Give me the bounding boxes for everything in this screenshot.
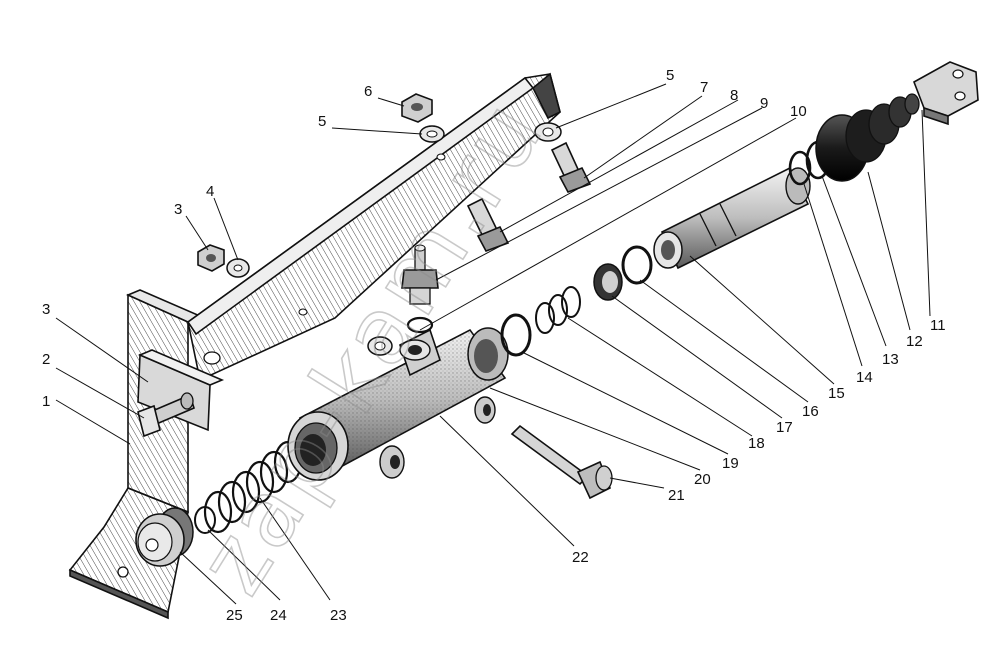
label-12: 12	[906, 333, 923, 350]
boot-part-12	[815, 93, 920, 182]
nut-part-3	[197, 244, 225, 272]
label-11: 11	[930, 317, 946, 334]
bolt-part-8	[466, 197, 510, 252]
label-21: 21	[668, 487, 685, 504]
label-19: 19	[722, 455, 739, 472]
label-5-left: 5	[318, 113, 326, 130]
label-6: 6	[364, 83, 372, 100]
bleed-valve-part-9	[401, 244, 439, 334]
label-9: 9	[760, 95, 768, 112]
clevis-part-11	[913, 61, 979, 126]
label-14: 14	[856, 369, 873, 386]
washer-part-4	[226, 258, 250, 278]
clamp-plate	[137, 349, 225, 432]
label-25: 25	[226, 607, 243, 624]
ring-part-14	[788, 150, 812, 186]
plug-part-25	[135, 507, 194, 567]
label-23: 23	[330, 607, 347, 624]
label-18: 18	[748, 435, 765, 452]
cylinder-body-part-22	[287, 327, 509, 481]
label-10: 10	[790, 103, 807, 120]
label-7: 7	[700, 79, 708, 96]
label-24: 24	[270, 607, 287, 624]
seal-part-20	[500, 313, 532, 357]
label-13: 13	[882, 351, 899, 368]
label-8: 8	[730, 87, 738, 104]
label-2: 2	[42, 351, 50, 368]
label-20: 20	[694, 471, 711, 488]
bolt-part-21	[510, 424, 613, 500]
callout-labels: 1 2 3 3 4 5 5 6 7 8 9 10 11 12 13 14 15 …	[42, 67, 946, 624]
washer-part-5-upper	[419, 125, 445, 143]
label-17: 17	[776, 419, 793, 436]
piston-part-15	[653, 166, 811, 270]
nut-part-6	[401, 93, 433, 123]
label-15: 15	[828, 385, 845, 402]
label-3-lower: 3	[42, 301, 50, 318]
label-16: 16	[802, 403, 819, 420]
leader-lines	[55, 83, 931, 605]
label-4: 4	[206, 183, 214, 200]
ring-part-16	[621, 245, 653, 285]
washer-part-5-right	[534, 122, 562, 142]
bolt-part-2	[137, 392, 195, 438]
label-22: 22	[572, 549, 589, 566]
label-3-upper: 3	[174, 201, 182, 218]
bolt-part-7	[550, 141, 592, 193]
cup-part-17	[593, 263, 623, 301]
spring-part-19	[535, 286, 581, 334]
washer-part-5-lower	[367, 336, 393, 356]
bracket-upper-arm	[186, 72, 561, 382]
label-1: 1	[42, 393, 50, 410]
bracket-part-1	[68, 289, 202, 620]
label-5-right: 5	[666, 67, 674, 84]
